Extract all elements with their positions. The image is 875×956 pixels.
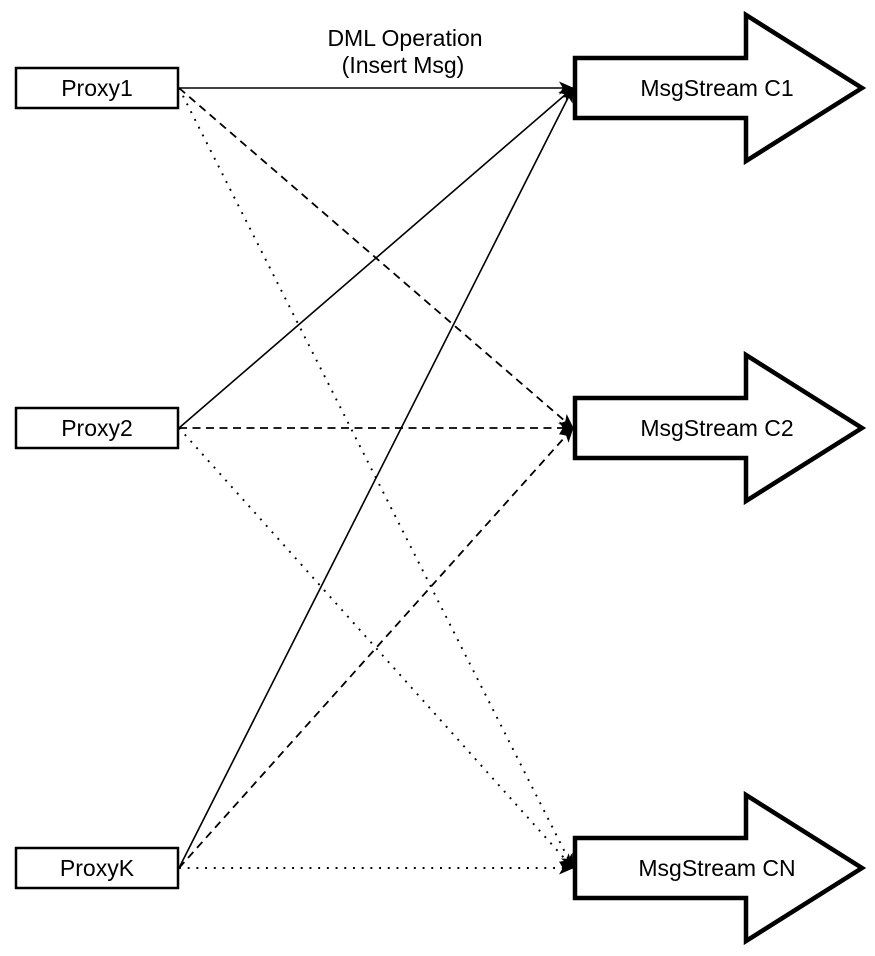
msgstream-c1-node: MsgStream C1 (572, 10, 867, 166)
proxyk-node: ProxyK (14, 846, 180, 890)
edge-proxyk-to-msgstream-c2 (178, 427, 574, 869)
diagram-title-line2: (Insert Msg) (342, 52, 465, 78)
msgstream-c2-label: MsgStream C2 (640, 415, 793, 441)
diagram-title-line1: DML Operation (327, 25, 482, 51)
msgstream-c1-arrow (572, 10, 867, 166)
edge-layer (178, 81, 574, 875)
msgstream-c2-arrow (572, 350, 867, 506)
proxy1-label: Proxy1 (61, 75, 133, 101)
msgstream-cn-arrow (572, 790, 867, 946)
proxy1-box (14, 66, 180, 110)
proxyk-label: ProxyK (60, 855, 135, 881)
proxy2-box (14, 406, 180, 450)
edge-proxyk-to-msgstream-c1 (178, 87, 574, 869)
msgstream-c2-node: MsgStream C2 (572, 350, 867, 506)
proxy2-node: Proxy2 (14, 406, 180, 450)
proxy2-label: Proxy2 (61, 415, 133, 441)
msgstream-cn-label: MsgStream CN (638, 855, 795, 881)
proxyk-box (14, 846, 180, 890)
proxy1-node: Proxy1 (14, 66, 180, 110)
msgstream-cn-node: MsgStream CN (572, 790, 867, 946)
edge-proxy2-to-msgstream-c1 (178, 87, 574, 429)
msgstream-c1-label: MsgStream C1 (640, 75, 793, 101)
